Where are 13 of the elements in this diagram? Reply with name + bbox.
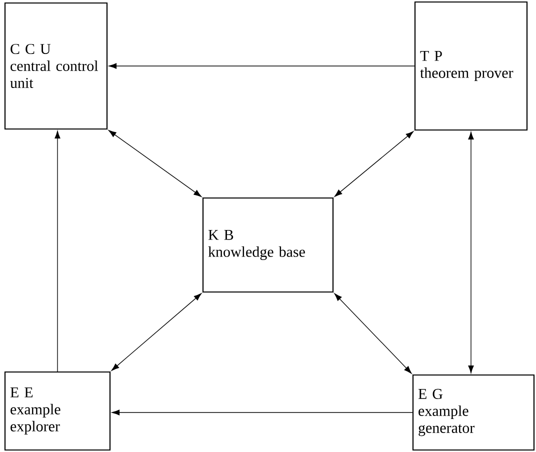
arrow xyxy=(112,410,413,416)
arrow xyxy=(108,63,415,69)
arrow xyxy=(54,130,60,372)
process-box: T P theorem prover xyxy=(414,1,528,131)
process-box: E E example explorer xyxy=(4,371,111,451)
arrow xyxy=(468,132,474,374)
process-box: E G example generator xyxy=(412,374,535,451)
process-box: K B knowledge base xyxy=(202,197,334,293)
arrow xyxy=(108,130,202,197)
arrow xyxy=(111,293,202,371)
process-box: C C U central control unit xyxy=(4,2,108,130)
arrow xyxy=(334,293,412,374)
arrow xyxy=(334,131,414,197)
